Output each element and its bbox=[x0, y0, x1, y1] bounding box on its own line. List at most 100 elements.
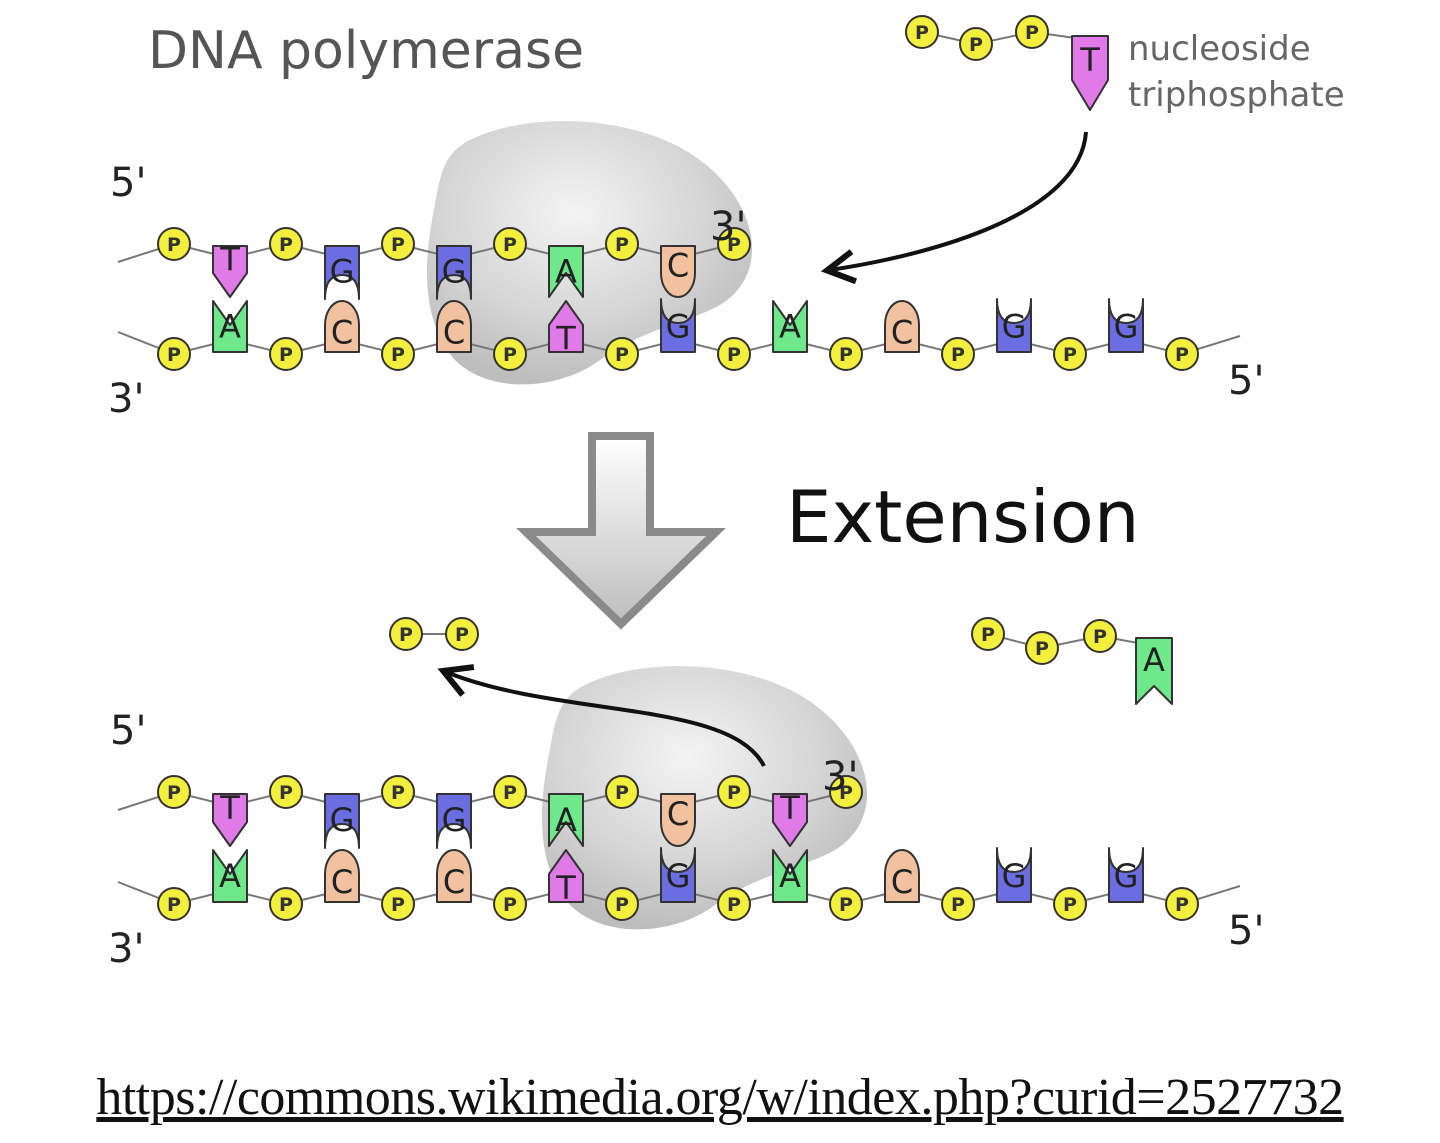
phosphate-label: P bbox=[1063, 344, 1077, 366]
base-letter: G bbox=[666, 857, 691, 895]
new-strand-base: G bbox=[436, 245, 472, 300]
release-arrow bbox=[446, 672, 766, 767]
step-label: Extension bbox=[786, 475, 1139, 559]
incorporation-arrow bbox=[830, 131, 1088, 270]
base-letter: A bbox=[1143, 641, 1165, 679]
phosphate-label: P bbox=[615, 894, 629, 916]
base-letter: C bbox=[443, 314, 465, 352]
template-base: C bbox=[436, 849, 472, 903]
template-phosphate: P bbox=[381, 337, 415, 371]
template-phosphate: P bbox=[829, 887, 863, 921]
new-strand-base: A bbox=[548, 793, 584, 847]
base-letter: G bbox=[666, 308, 691, 346]
base-letter: C bbox=[331, 314, 353, 352]
base-letter: A bbox=[779, 308, 801, 346]
new-strand-phosphate: P bbox=[493, 775, 527, 809]
phosphate-label: P bbox=[391, 234, 405, 256]
template-phosphate: P bbox=[605, 337, 639, 371]
base-letter: G bbox=[330, 253, 355, 291]
phosphate-label: P bbox=[279, 234, 293, 256]
base-letter: T bbox=[555, 320, 576, 358]
template-base: C bbox=[324, 849, 360, 903]
phosphate-label: P bbox=[279, 894, 293, 916]
template-phosphate: P bbox=[717, 887, 751, 921]
phosphate-label: P bbox=[981, 624, 995, 646]
phosphate-label: P bbox=[503, 782, 517, 804]
phosphate-label: P bbox=[391, 344, 405, 366]
phosphate-label: P bbox=[969, 34, 983, 56]
base-letter: A bbox=[219, 308, 241, 346]
phosphate-label: P bbox=[615, 782, 629, 804]
phosphate-label: P bbox=[1035, 638, 1049, 660]
template-phosphate: P bbox=[1053, 337, 1087, 371]
new-strand-phosphate: P bbox=[717, 227, 751, 261]
base-letter: A bbox=[219, 857, 241, 895]
base-letter: T bbox=[779, 789, 800, 827]
new-strand-base: T bbox=[212, 241, 248, 298]
base-letter: G bbox=[1114, 857, 1139, 895]
template-phosphate: P bbox=[381, 887, 415, 921]
new-strand-phosphate: P bbox=[157, 227, 191, 261]
template-phosphate: P bbox=[1165, 887, 1199, 921]
phosphate-label: P bbox=[1063, 894, 1077, 916]
template-phosphate: P bbox=[493, 887, 527, 921]
new-strand-base: G bbox=[324, 245, 360, 300]
base-letter: T bbox=[555, 869, 576, 907]
five-prime-label: 5' bbox=[1228, 908, 1264, 954]
phosphate-label: P bbox=[167, 894, 181, 916]
template-base: G bbox=[996, 298, 1032, 353]
down-arrow-icon bbox=[516, 432, 726, 630]
template-phosphate: P bbox=[269, 887, 303, 921]
three-prime-label: 3' bbox=[710, 204, 746, 250]
phosphate-label: P bbox=[503, 894, 517, 916]
source-link[interactable]: https://commons.wikimedia.org/w/index.ph… bbox=[96, 1069, 1344, 1126]
incoming-nucleotide: T bbox=[921, 30, 1109, 111]
enzyme-label: DNA polymerase bbox=[148, 21, 584, 81]
new-strand-phosphate: P bbox=[157, 775, 191, 809]
template-phosphate: P bbox=[157, 887, 191, 921]
phosphate-label: P bbox=[167, 782, 181, 804]
phosphate-label: P bbox=[727, 894, 741, 916]
nucleotide-label-line1: nucleoside bbox=[1128, 29, 1311, 69]
phosphate-label: P bbox=[951, 344, 965, 366]
released-phosphate: P bbox=[389, 617, 423, 651]
phosphate-label: P bbox=[503, 344, 517, 366]
five-prime-label: 5' bbox=[110, 708, 146, 754]
three-prime-label: 3' bbox=[108, 926, 144, 972]
base-letter: A bbox=[779, 857, 801, 895]
base-letter: A bbox=[555, 801, 577, 839]
new-strand-phosphate: P bbox=[269, 775, 303, 809]
base-letter: T bbox=[219, 241, 240, 279]
new-strand-phosphate: P bbox=[381, 227, 415, 261]
template-phosphate: P bbox=[941, 887, 975, 921]
new-strand-phosphate: P bbox=[605, 227, 639, 261]
phosphate-label: P bbox=[915, 22, 929, 44]
five-prime-label: 5' bbox=[1228, 358, 1264, 404]
template-phosphate: P bbox=[493, 337, 527, 371]
template-base: A bbox=[772, 300, 808, 353]
new-strand-phosphate: P bbox=[269, 227, 303, 261]
new-strand-phosphate: P bbox=[605, 775, 639, 809]
template-base: A bbox=[772, 849, 808, 903]
base-letter: G bbox=[1002, 857, 1027, 895]
new-strand-base: T bbox=[212, 789, 248, 847]
template-base: C bbox=[324, 300, 360, 353]
new-strand-base: T bbox=[772, 789, 808, 847]
phosphate-label: P bbox=[1175, 344, 1189, 366]
new-strand-base: C bbox=[660, 245, 696, 298]
phosphate-label: P bbox=[727, 782, 741, 804]
phosphate-label: P bbox=[727, 344, 741, 366]
new-strand-phosphate: P bbox=[829, 775, 863, 809]
template-base: G bbox=[1108, 847, 1144, 903]
template-base: T bbox=[548, 300, 584, 358]
template-base: C bbox=[436, 300, 472, 353]
template-phosphate: P bbox=[605, 887, 639, 921]
five-prime-label: 5' bbox=[110, 160, 146, 206]
nucleotide-phosphate: P bbox=[1015, 15, 1049, 49]
base-letter: G bbox=[330, 801, 355, 839]
phosphate-label: P bbox=[279, 782, 293, 804]
phosphate-label: P bbox=[1093, 626, 1107, 648]
template-base: C bbox=[884, 300, 920, 353]
base-letter: C bbox=[891, 863, 913, 901]
